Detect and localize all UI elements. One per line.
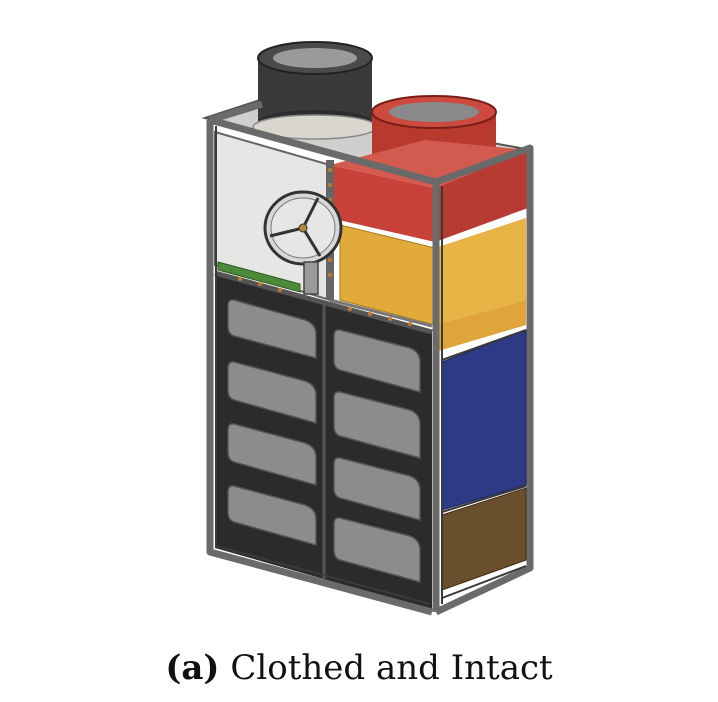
window-left-1	[227, 299, 317, 359]
red-block-front	[330, 165, 435, 242]
yellow-block-side	[435, 218, 526, 325]
red-block-top	[330, 140, 528, 188]
window-right-3	[333, 457, 421, 521]
blue-block-side	[441, 329, 527, 511]
middle-rail-lower	[329, 298, 433, 328]
window-left-2	[227, 361, 317, 424]
window-left-4	[227, 485, 317, 546]
green-strip	[217, 261, 301, 293]
outer-frame	[206, 100, 534, 616]
middle-rail	[214, 270, 433, 335]
frame-top-right	[434, 144, 534, 616]
window-right-4	[333, 517, 421, 583]
inner-frame-lines	[215, 126, 527, 605]
enclosure-render	[201, 41, 534, 616]
red-block-side	[435, 150, 528, 242]
yellow-block-lower	[435, 300, 526, 352]
window-left-3	[227, 423, 317, 486]
figure-caption: (a) Clothed and Intact	[0, 648, 718, 688]
dark-cylinder-duct	[252, 41, 378, 140]
window-column-right	[333, 329, 421, 583]
window-right-1	[333, 329, 421, 393]
caption-label: (a)	[165, 648, 220, 688]
frame-left-front	[206, 120, 433, 616]
frame-top-back	[208, 100, 264, 124]
window-right-2	[333, 391, 421, 459]
caption-text: Clothed and Intact	[230, 648, 553, 688]
fan-icon	[263, 190, 343, 295]
window-column-left	[227, 299, 317, 546]
